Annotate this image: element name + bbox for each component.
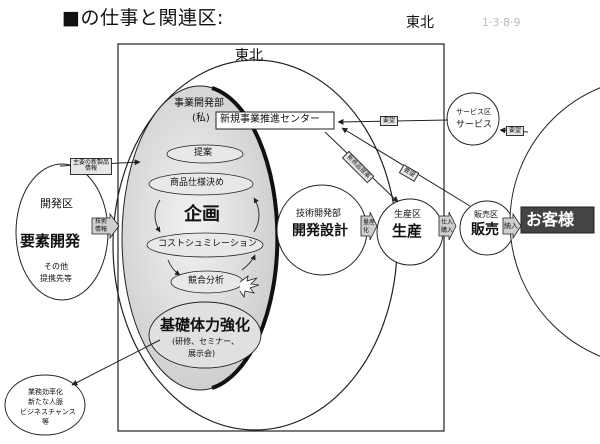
transfer-label: 量産 化 bbox=[363, 219, 376, 234]
bottom-left-line2: 新たな人脈 bbox=[28, 398, 63, 406]
development-dept: 技術開発部 bbox=[296, 209, 342, 219]
planning-dept-label: 事業開発部 bbox=[174, 98, 224, 109]
transfer-block-arrow bbox=[360, 211, 378, 241]
training-ellipse bbox=[148, 301, 262, 369]
cycle-arrow-bottom-left bbox=[167, 259, 181, 276]
training-sub1: (研修、セミナー、 bbox=[172, 337, 240, 346]
bottom-left-line1: 業務効率化 bbox=[28, 388, 63, 396]
left-group-others1: その他 bbox=[44, 262, 68, 271]
bottom-left-ellipse bbox=[4, 374, 86, 436]
spec-ellipse bbox=[148, 172, 254, 196]
service-circle bbox=[446, 92, 500, 146]
request-label-1: 要望 bbox=[380, 116, 399, 127]
purchase-label: 仕入 購入 bbox=[441, 219, 454, 234]
purchase-block-arrow bbox=[438, 211, 457, 241]
request-label-2: 要望 bbox=[506, 126, 525, 137]
customer-label: お客様 bbox=[526, 210, 575, 229]
bottom-left-line3: ビジネスチャンス bbox=[20, 408, 76, 416]
cycle-spec: 商品仕様決め bbox=[170, 178, 225, 188]
production-dept: 生産区 bbox=[394, 210, 422, 220]
header-faded-text: 1·3·8·9 bbox=[482, 16, 521, 29]
training-title: 基礎体力強化 bbox=[160, 316, 251, 334]
sales-dept: 販売区 bbox=[474, 210, 498, 219]
top-left-arrow-label: 主要の新製品 情報 bbox=[70, 158, 113, 175]
delivery-label: 納入 bbox=[504, 222, 518, 230]
tohoku-box bbox=[117, 43, 445, 432]
planning-dept-sub: (私) bbox=[192, 113, 210, 124]
tech-info-label: 技術 情報 bbox=[95, 218, 108, 233]
training-sub2: 展示会) bbox=[188, 349, 216, 358]
tohoku-box-label: 東北 bbox=[235, 48, 263, 64]
left-group-title: 要素開発 bbox=[20, 232, 81, 250]
cycle-cost-sim: コストシュミレーション bbox=[158, 239, 257, 249]
cycle-arrow-bottom-right bbox=[241, 254, 256, 271]
left-group-dept: 開発区 bbox=[40, 197, 73, 210]
delivery-block-arrow bbox=[502, 212, 522, 240]
cycle-competitor: 競合分析 bbox=[188, 276, 225, 286]
page-title: ■の仕事と関連区: bbox=[62, 7, 224, 29]
tech-info-block-arrow bbox=[91, 212, 120, 240]
cycle-arrow-left bbox=[154, 199, 161, 233]
bottom-left-line4: 等 bbox=[42, 418, 49, 426]
development-title: 開発設計 bbox=[292, 223, 348, 239]
sales-title: 販売 bbox=[471, 222, 499, 238]
arrow-to-bottom-left bbox=[71, 339, 161, 386]
service-dept: サービス区 bbox=[456, 108, 491, 116]
header-region: 東北 bbox=[406, 15, 434, 31]
cycle-proposal: 提案 bbox=[194, 148, 213, 158]
service-title: サービス bbox=[456, 120, 493, 130]
cycle-arrow-right bbox=[253, 197, 260, 233]
proposal-ellipse bbox=[166, 144, 244, 164]
left-group-others2: 提携先等 bbox=[40, 274, 72, 283]
new-business-center-label: 新規事業推進センター bbox=[220, 114, 320, 125]
customer-box bbox=[520, 206, 595, 234]
new-business-center-box bbox=[215, 111, 335, 130]
cycle-kikaku: 企画 bbox=[184, 204, 220, 225]
cost-sim-ellipse bbox=[146, 232, 264, 258]
spark-icon bbox=[239, 275, 260, 299]
production-title: 生産 bbox=[392, 222, 423, 240]
